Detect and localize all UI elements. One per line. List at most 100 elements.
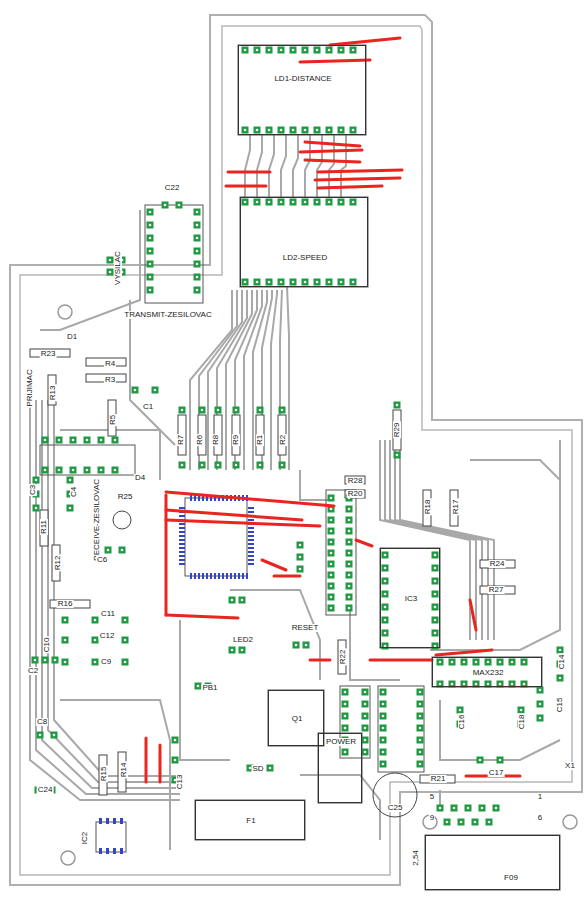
- smd-pad: [179, 535, 185, 537]
- pad-hole: [384, 606, 387, 609]
- smd-pad: [120, 818, 123, 824]
- smd-pad: [99, 818, 102, 824]
- pad-hole: [328, 129, 331, 132]
- smd-pad: [248, 527, 254, 529]
- solder-pad: [122, 637, 129, 644]
- pad-hole: [174, 759, 177, 762]
- solder-pad: [326, 279, 333, 286]
- solder-pad: [33, 505, 40, 512]
- pad-hole: [280, 129, 283, 132]
- wire-jumper: [305, 142, 360, 146]
- pad-hole: [439, 807, 442, 810]
- component-outline: MAX232: [432, 657, 542, 687]
- solder-pad: [194, 235, 201, 242]
- solder-pad: [380, 749, 387, 756]
- pad-hole: [330, 508, 333, 511]
- pad-hole: [94, 619, 97, 622]
- pad-hole: [100, 469, 103, 472]
- wire-jumper: [166, 492, 334, 506]
- part-label: 1: [537, 793, 543, 801]
- solder-pad: [328, 583, 335, 590]
- solder-pad: [328, 517, 335, 524]
- smd-pad: [238, 573, 240, 579]
- solder-pad: [518, 707, 525, 714]
- pad-hole: [149, 263, 152, 266]
- solder-pad: [147, 222, 154, 229]
- pad-hole: [109, 271, 112, 274]
- solder-pad: [297, 566, 304, 573]
- wire-jumper: [370, 659, 432, 662]
- smd-pad: [120, 848, 123, 854]
- component-body: [380, 548, 440, 648]
- pad-hole: [196, 211, 199, 214]
- smd-pad: [113, 818, 116, 824]
- smd-pad: [179, 559, 185, 561]
- solder-pad: [350, 47, 357, 54]
- smd-pad: [179, 515, 185, 517]
- component-outline: F09: [425, 835, 560, 890]
- pad-hole: [178, 204, 181, 207]
- part-label: PB1: [201, 684, 218, 692]
- pad-hole: [467, 807, 470, 810]
- copper-trace: [293, 135, 298, 197]
- solder-pad: [432, 565, 439, 572]
- pad-hole: [181, 409, 184, 412]
- solder-pad: [33, 477, 40, 484]
- smd-pad: [99, 848, 102, 854]
- solder-pad: [67, 477, 74, 484]
- wire-jumper: [165, 495, 168, 615]
- pad-hole: [340, 281, 343, 284]
- part-label: R29: [393, 422, 401, 439]
- copper-trace: [30, 400, 180, 800]
- component-body: [145, 205, 203, 303]
- pad-hole: [280, 281, 283, 284]
- solder-pad: [437, 659, 444, 666]
- pad-hole: [149, 237, 152, 240]
- part-name: IC3: [404, 595, 418, 603]
- part-label: C3: [29, 484, 37, 496]
- smd-pad: [230, 573, 232, 579]
- pad-hole: [196, 250, 199, 253]
- pad-hole: [330, 530, 333, 533]
- smd-pad: [246, 573, 248, 579]
- wire-jumper: [226, 185, 266, 188]
- part-label: C10: [43, 637, 51, 654]
- wire-jumper: [228, 171, 270, 174]
- smd-pad: [234, 573, 236, 579]
- pad-hole: [299, 544, 302, 547]
- copper-trace: [380, 440, 470, 640]
- pad-hole: [382, 751, 385, 754]
- solder-pad: [461, 659, 468, 666]
- solder-pad: [62, 637, 69, 644]
- part-label: C4: [70, 486, 78, 498]
- solder-pad: [314, 127, 321, 134]
- solder-pad: [432, 643, 439, 650]
- part-label: R25: [117, 493, 134, 501]
- copper-trace: [36, 400, 180, 794]
- part-label: R5: [109, 414, 117, 426]
- pad-hole: [344, 715, 347, 718]
- pad-hole: [54, 659, 57, 662]
- solder-pad: [92, 659, 99, 666]
- pad-hole: [316, 129, 319, 132]
- pad-hole: [259, 464, 262, 467]
- part-label: R11: [40, 519, 48, 535]
- smd-pad: [248, 547, 254, 549]
- pad-hole: [419, 715, 422, 718]
- part-label: C13: [176, 774, 184, 791]
- solder-pad: [328, 539, 335, 546]
- solder-pad: [51, 732, 58, 739]
- copper-trace: [400, 440, 494, 640]
- part-label: RESET: [291, 624, 320, 632]
- solder-pad: [486, 819, 493, 826]
- wire-jumper: [470, 600, 476, 630]
- pad-hole: [348, 530, 351, 533]
- pad-hole: [94, 661, 97, 664]
- smd-pad: [248, 551, 254, 553]
- solder-pad: [32, 657, 39, 664]
- smd-pad: [242, 573, 244, 579]
- resistor-symbol: [99, 755, 107, 795]
- pad-hole: [328, 201, 331, 204]
- pad-hole: [292, 281, 295, 284]
- resistor-symbol: [345, 476, 365, 484]
